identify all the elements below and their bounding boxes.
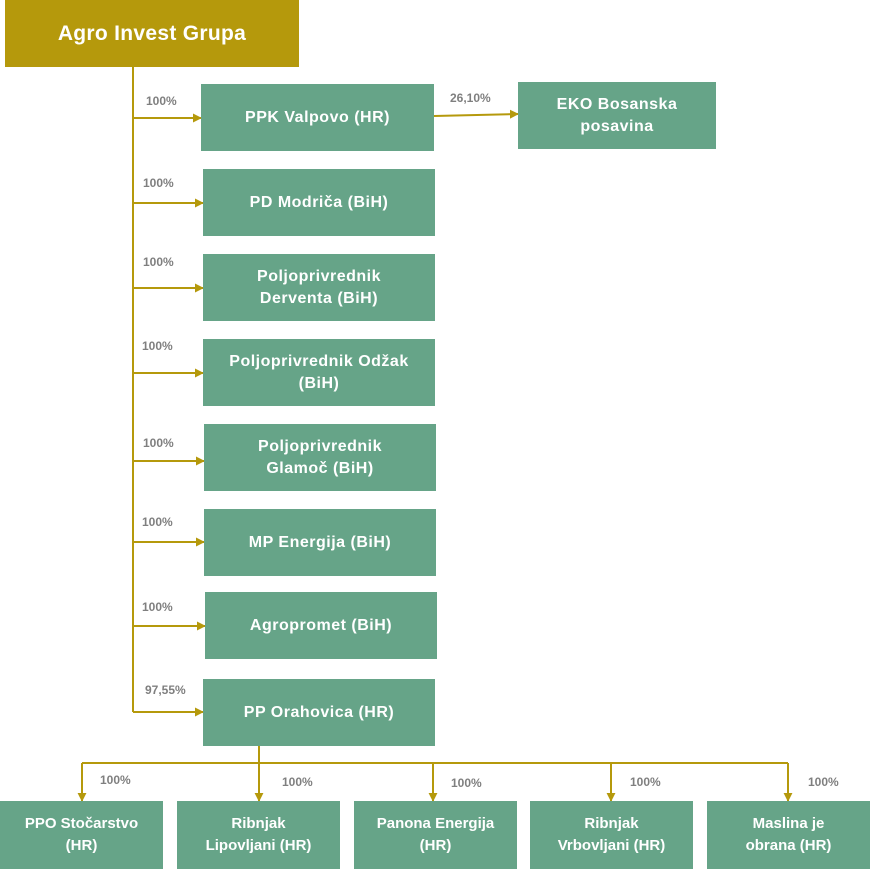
ownership-percent-ppo-stocarstvo: 100% bbox=[100, 773, 131, 787]
ownership-percent-orahovica: 97,55% bbox=[145, 683, 186, 697]
child-box-ribnjak-vrbovljani: Ribnjak Vrbovljani (HR) bbox=[530, 801, 693, 869]
ownership-percent-glamoc: 100% bbox=[143, 436, 174, 450]
subsidiary-box-mp-energija: MP Energija (BiH) bbox=[204, 509, 436, 576]
ownership-percent-vrbovljani: 100% bbox=[630, 775, 661, 789]
subsidiary-label: Poljoprivrednik Odžak (BiH) bbox=[229, 352, 409, 392]
child-box-ribnjak-lipovljani: Ribnjak Lipovljani (HR) bbox=[177, 801, 340, 869]
child-box-panona-energija: Panona Energija (HR) bbox=[354, 801, 517, 869]
subsidiary-label: PP Orahovica (HR) bbox=[243, 703, 395, 721]
ownership-percent-modrica: 100% bbox=[143, 176, 174, 190]
subsidiary-box-agropromet: Agropromet (BiH) bbox=[205, 592, 437, 659]
subsidiary-label: PPK Valpovo (HR) bbox=[245, 108, 390, 126]
root-company-box: Agro Invest Grupa bbox=[5, 0, 299, 67]
subsidiary-box-pp-orahovica: PP Orahovica (HR) bbox=[203, 679, 435, 746]
subsidiary-box-pd-modrica: PD Modriča (BiH) bbox=[203, 169, 435, 236]
subsidiary-label: MP Energija (BiH) bbox=[248, 533, 392, 551]
subsidiary-box-ppk-valpovo: PPK Valpovo (HR) bbox=[201, 84, 434, 151]
ownership-percent-panona: 100% bbox=[451, 776, 482, 790]
branch-arrow-eko bbox=[433, 109, 519, 119]
subsidiary-box-derventa: Poljoprivrednik Derventa (BiH) bbox=[203, 254, 435, 321]
child-label: Ribnjak Vrbovljani (HR) bbox=[557, 815, 666, 854]
root-company-label: Agro Invest Grupa bbox=[57, 21, 247, 45]
ownership-percent-maslina: 100% bbox=[808, 775, 839, 789]
child-box-ppo-stocarstvo: PPO Stočarstvo (HR) bbox=[0, 801, 163, 869]
subsidiary-label: PD Modriča (BiH) bbox=[249, 193, 389, 211]
child-box-maslina-je-obrana: Maslina je obrana (HR) bbox=[707, 801, 870, 869]
child-label: PPO Stočarstvo (HR) bbox=[24, 815, 139, 854]
child-label: Panona Energija (HR) bbox=[376, 815, 495, 854]
subsidiary-label: Agropromet (BiH) bbox=[249, 616, 393, 634]
subsidiary-label: Poljoprivrednik Glamoč (BiH) bbox=[258, 437, 382, 477]
ownership-percent-eko: 26,10% bbox=[450, 91, 491, 105]
ownership-percent-lipovljani: 100% bbox=[282, 775, 313, 789]
subsidiary-box-odzak: Poljoprivrednik Odžak (BiH) bbox=[203, 339, 435, 406]
affiliate-label: EKO Bosanska posavina bbox=[556, 95, 678, 135]
child-label: Ribnjak Lipovljani (HR) bbox=[205, 815, 312, 854]
child-label: Maslina je obrana (HR) bbox=[745, 815, 832, 854]
ownership-percent-mp-energija: 100% bbox=[142, 515, 173, 529]
affiliate-box-eko-bosanska-posavina: EKO Bosanska posavina bbox=[518, 82, 716, 149]
subsidiary-box-glamoc: Poljoprivrednik Glamoč (BiH) bbox=[204, 424, 436, 491]
ownership-percent-ppk: 100% bbox=[146, 94, 177, 108]
subsidiary-label: Poljoprivrednik Derventa (BiH) bbox=[257, 267, 381, 307]
ownership-percent-odzak: 100% bbox=[142, 339, 173, 353]
ownership-percent-derventa: 100% bbox=[143, 255, 174, 269]
ownership-percent-agropromet: 100% bbox=[142, 600, 173, 614]
